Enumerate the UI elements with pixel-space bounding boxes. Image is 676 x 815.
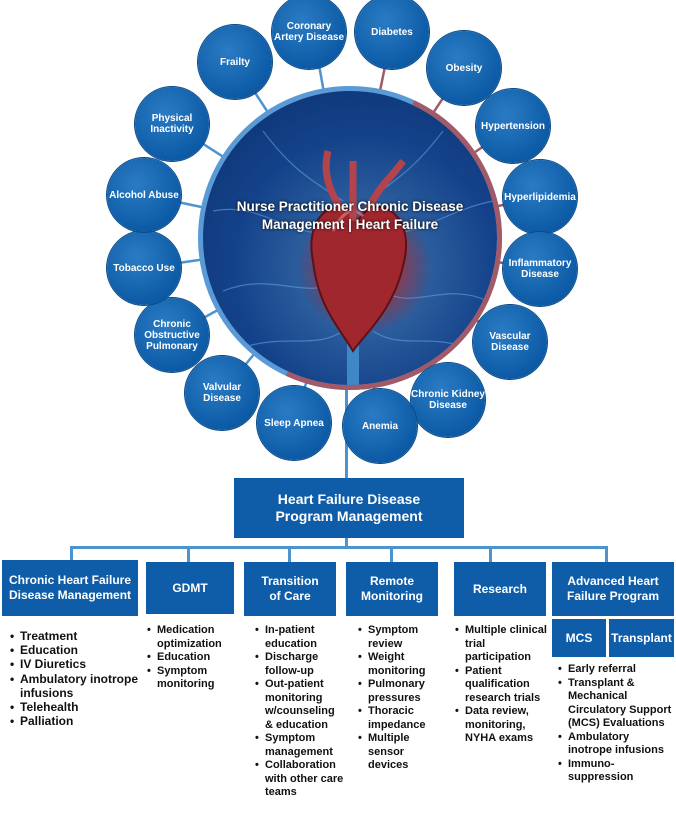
risk-label: Hypertension	[481, 120, 545, 132]
chronic-hf-list: Treatment Education IV Diuretics Ambulat…	[10, 629, 138, 729]
mcs-box: MCS	[552, 619, 606, 657]
column-drop-6	[605, 546, 608, 562]
column-drop-4	[390, 546, 393, 562]
column-drop-2	[187, 546, 190, 562]
risk-diabetes: Diabetes	[355, 0, 429, 69]
risk-valvular-disease: Valvular Disease	[185, 356, 259, 430]
risk-label: Hyperlipidemia	[504, 191, 576, 203]
advanced-hf-list: Early referral Transplant & Mechanical C…	[558, 663, 674, 785]
risk-hypertension: Hypertension	[476, 89, 550, 163]
risk-inflammatory-disease: Inflammatory Disease	[503, 232, 577, 306]
list-item: Patient qualification research trials	[455, 665, 547, 706]
risk-hyperlipidemia: Hyperlipidemia	[503, 160, 577, 234]
risk-label: Anemia	[361, 420, 399, 432]
risk-label: Chronic Obstructive Pulmonary	[144, 318, 200, 352]
column-title: Chronic Heart Failure Disease Management	[8, 573, 132, 602]
hub-title: Nurse Practitioner Chronic Disease Manag…	[236, 199, 464, 232]
risk-label: Physical Inactivity	[150, 113, 194, 135]
risk-label: Inflammatory Disease	[508, 258, 572, 280]
risk-label: Frailty	[219, 56, 250, 68]
list-item: Thoracic impedance	[358, 705, 442, 732]
risk-tobacco-use: Tobacco Use	[107, 231, 181, 305]
list-item: Multiple sensor devices	[358, 732, 442, 773]
program-title: Heart Failure Disease Program Management	[275, 491, 423, 524]
column-drop-1	[70, 546, 73, 560]
list-item: Symptom review	[358, 624, 442, 651]
transplant-box: Transplant	[609, 619, 674, 657]
list-item: Education	[147, 651, 242, 665]
column-header-gdmt: GDMT	[146, 562, 234, 614]
column-title: Advanced Heart Failure Program	[566, 574, 660, 603]
risk-label: Obesity	[445, 62, 483, 74]
risk-obesity: Obesity	[427, 31, 501, 105]
columns-bus-connector	[70, 546, 606, 549]
risk-coronary-artery-disease: Coronary Artery Disease	[272, 0, 346, 69]
transition-of-care-list: In-patient education Discharge follow-up…	[255, 624, 345, 800]
column-drop-5	[489, 546, 492, 562]
column-title: Transition of Care	[261, 574, 319, 603]
list-item: Treatment	[10, 629, 138, 643]
risk-physical-inactivity: Physical Inactivity	[135, 87, 209, 161]
list-item: Symptom monitoring	[147, 665, 242, 692]
risk-label: Vascular Disease	[489, 331, 531, 353]
list-item: Symptom management	[255, 732, 345, 759]
list-item: Out-patient monitoring w/counseling & ed…	[255, 678, 345, 732]
program-management-box: Heart Failure Disease Program Management	[234, 478, 464, 538]
mcs-label: MCS	[565, 631, 593, 645]
list-item: Pulmonary pressures	[358, 678, 442, 705]
research-list: Multiple clinical trial participation Pa…	[455, 624, 547, 746]
risk-label: Chronic Kidney Disease	[411, 389, 485, 411]
risk-chronic-obstructive-pulmonary: Chronic Obstructive Pulmonary	[135, 298, 209, 372]
column-header-transition-of-care: Transition of Care	[244, 562, 336, 616]
risk-label: Valvular Disease	[202, 382, 242, 404]
heart-hub-image	[198, 86, 502, 390]
list-item: Telehealth	[10, 700, 138, 714]
program-to-columns-connector	[345, 538, 348, 548]
list-item: IV Diuretics	[10, 657, 138, 671]
list-item: Immuno-suppression	[558, 758, 674, 785]
list-item: Education	[10, 643, 138, 657]
heart-illustration	[212, 130, 494, 385]
column-drop-3	[288, 546, 291, 562]
list-item: Multiple clinical trial participation	[455, 624, 547, 665]
gdmt-list: Medication optimization Education Sympto…	[147, 624, 242, 692]
list-item: Transplant & Mechanical Circulatory Supp…	[558, 677, 674, 731]
list-item: Ambulatory inotrope infusions	[10, 672, 138, 700]
risk-label: Coronary Artery Disease	[273, 21, 345, 43]
list-item: Discharge follow-up	[255, 651, 345, 678]
column-header-remote-monitoring: Remote Monitoring	[346, 562, 438, 616]
list-item: Weight monitoring	[358, 651, 442, 678]
remote-monitoring-list: Symptom review Weight monitoring Pulmona…	[358, 624, 442, 773]
list-item: Medication optimization	[147, 624, 242, 651]
risk-label: Diabetes	[371, 26, 413, 38]
list-item: Ambulatory inotrope infusions	[558, 731, 674, 758]
column-header-research: Research	[454, 562, 546, 616]
risk-label: Tobacco Use	[113, 262, 175, 274]
list-item: Palliation	[10, 714, 138, 728]
column-title: GDMT	[172, 581, 208, 595]
risk-alcohol-abuse: Alcohol Abuse	[107, 158, 181, 232]
risk-frailty: Frailty	[198, 25, 272, 99]
column-title: Remote Monitoring	[361, 574, 423, 603]
list-item: Early referral	[558, 663, 674, 677]
transplant-label: Transplant	[611, 631, 672, 645]
list-item: In-patient education	[255, 624, 345, 651]
risk-label: Alcohol Abuse	[109, 189, 179, 201]
list-item: Collaboration with other care teams	[255, 759, 345, 800]
risk-chronic-kidney-disease: Chronic Kidney Disease	[411, 363, 485, 437]
risk-label: Sleep Apnea	[264, 417, 324, 429]
risk-anemia: Anemia	[343, 389, 417, 463]
list-item: Data review, monitoring, NYHA exams	[455, 705, 547, 746]
column-header-advanced-hf: Advanced Heart Failure Program	[552, 562, 674, 616]
column-title: Research	[472, 582, 528, 596]
risk-vascular-disease: Vascular Disease	[473, 305, 547, 379]
column-header-chronic-hf: Chronic Heart Failure Disease Management	[2, 560, 138, 616]
risk-sleep-apnea: Sleep Apnea	[257, 386, 331, 460]
